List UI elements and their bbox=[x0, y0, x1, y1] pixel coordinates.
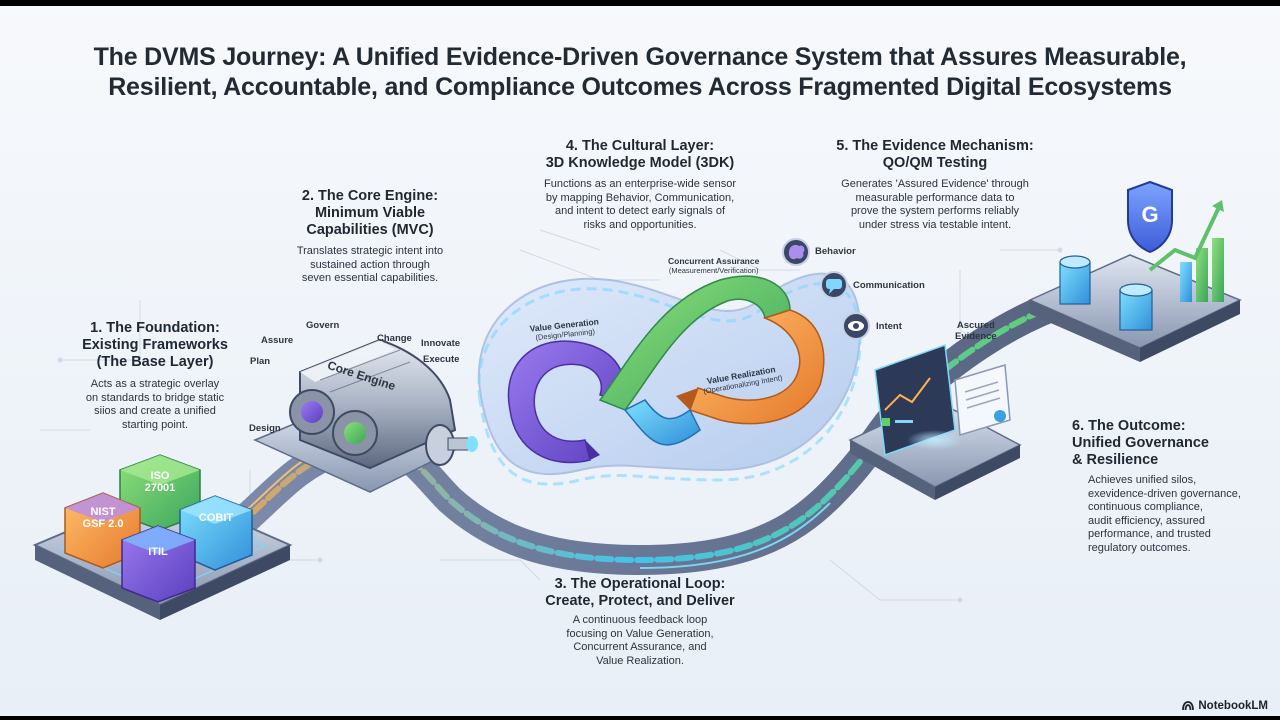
behavior-label: Behavior bbox=[815, 246, 856, 257]
behavior-icon bbox=[782, 238, 810, 266]
background-circuit-traces bbox=[40, 229, 1063, 603]
communication-icon bbox=[820, 271, 848, 299]
notebooklm-icon bbox=[1182, 701, 1195, 711]
title-line-1: The DVMS Journey: A Unified Evidence-Dri… bbox=[93, 43, 1187, 71]
assure-label: Assure bbox=[261, 335, 294, 346]
foundation-body: Acts as a strategic overlay on standards… bbox=[85, 378, 225, 431]
nist-label: NIST GSF 2.0 bbox=[82, 506, 124, 530]
evidence-platform bbox=[848, 343, 1022, 500]
cultural-layer-body: Functions as an enterprise-wide sensor b… bbox=[544, 178, 736, 231]
evidence-body: Generates 'Assured Evidence' through mea… bbox=[841, 178, 1029, 231]
itil-label: ITIL bbox=[148, 546, 168, 558]
design-label: Design bbox=[249, 423, 281, 434]
outcome-body: Achieves unified silos, exevidence-drive… bbox=[1088, 474, 1241, 554]
foundation-heading: 1. The Foundation: Existing Frameworks (… bbox=[82, 320, 228, 370]
operational-loop-body: A continuous feedback loop focusing on V… bbox=[566, 614, 714, 667]
cobit-block bbox=[179, 495, 253, 571]
intent-icon bbox=[842, 312, 870, 340]
shield-letter: G bbox=[1141, 202, 1159, 227]
plan-label: Plan bbox=[250, 356, 271, 367]
outcome-platform bbox=[1028, 180, 1242, 362]
assured-evidence-label: Ascured Evidence bbox=[955, 320, 997, 342]
outcome-heading: 6. The Outcome: Unified Governance & Res… bbox=[1072, 418, 1209, 468]
brand-label: NotebookLM bbox=[1198, 700, 1268, 712]
itil-block bbox=[121, 525, 196, 603]
concurrent-assurance-label: Concurrent Assurance (Measurement/Verifi… bbox=[668, 256, 760, 275]
top-border bbox=[0, 0, 1280, 6]
core-engine bbox=[253, 338, 478, 493]
title-line-2: Resilient, Accountable, and Compliance O… bbox=[108, 73, 1172, 101]
page-title: The DVMS Journey: A Unified Evidence-Dri… bbox=[0, 42, 1280, 102]
change-label: Change bbox=[377, 333, 412, 344]
execute-label: Execute bbox=[423, 354, 460, 365]
core-engine-body: Translates strategic intent into sustain… bbox=[296, 245, 444, 284]
bottom-border bbox=[0, 716, 1280, 720]
govern-label: Govern bbox=[306, 320, 340, 331]
core-engine-heading: 2. The Core Engine: Minimum Viable Capab… bbox=[301, 188, 439, 238]
evidence-heading: 5. The Evidence Mechanism: QO/QM Testing bbox=[836, 138, 1034, 171]
cobit-label: COBIT bbox=[198, 512, 234, 524]
infinity-loop bbox=[477, 272, 862, 486]
brand-mark: NotebookLM bbox=[1182, 700, 1268, 712]
operational-loop-heading: 3. The Operational Loop: Create, Protect… bbox=[545, 576, 735, 609]
iso-label: ISO 27001 bbox=[144, 470, 176, 494]
innovate-label: Innovate bbox=[421, 338, 461, 349]
intent-label: Intent bbox=[876, 321, 902, 332]
cultural-layer-heading: 4. The Cultural Layer: 3D Knowledge Mode… bbox=[545, 138, 735, 171]
communication-label: Communication bbox=[853, 280, 925, 291]
